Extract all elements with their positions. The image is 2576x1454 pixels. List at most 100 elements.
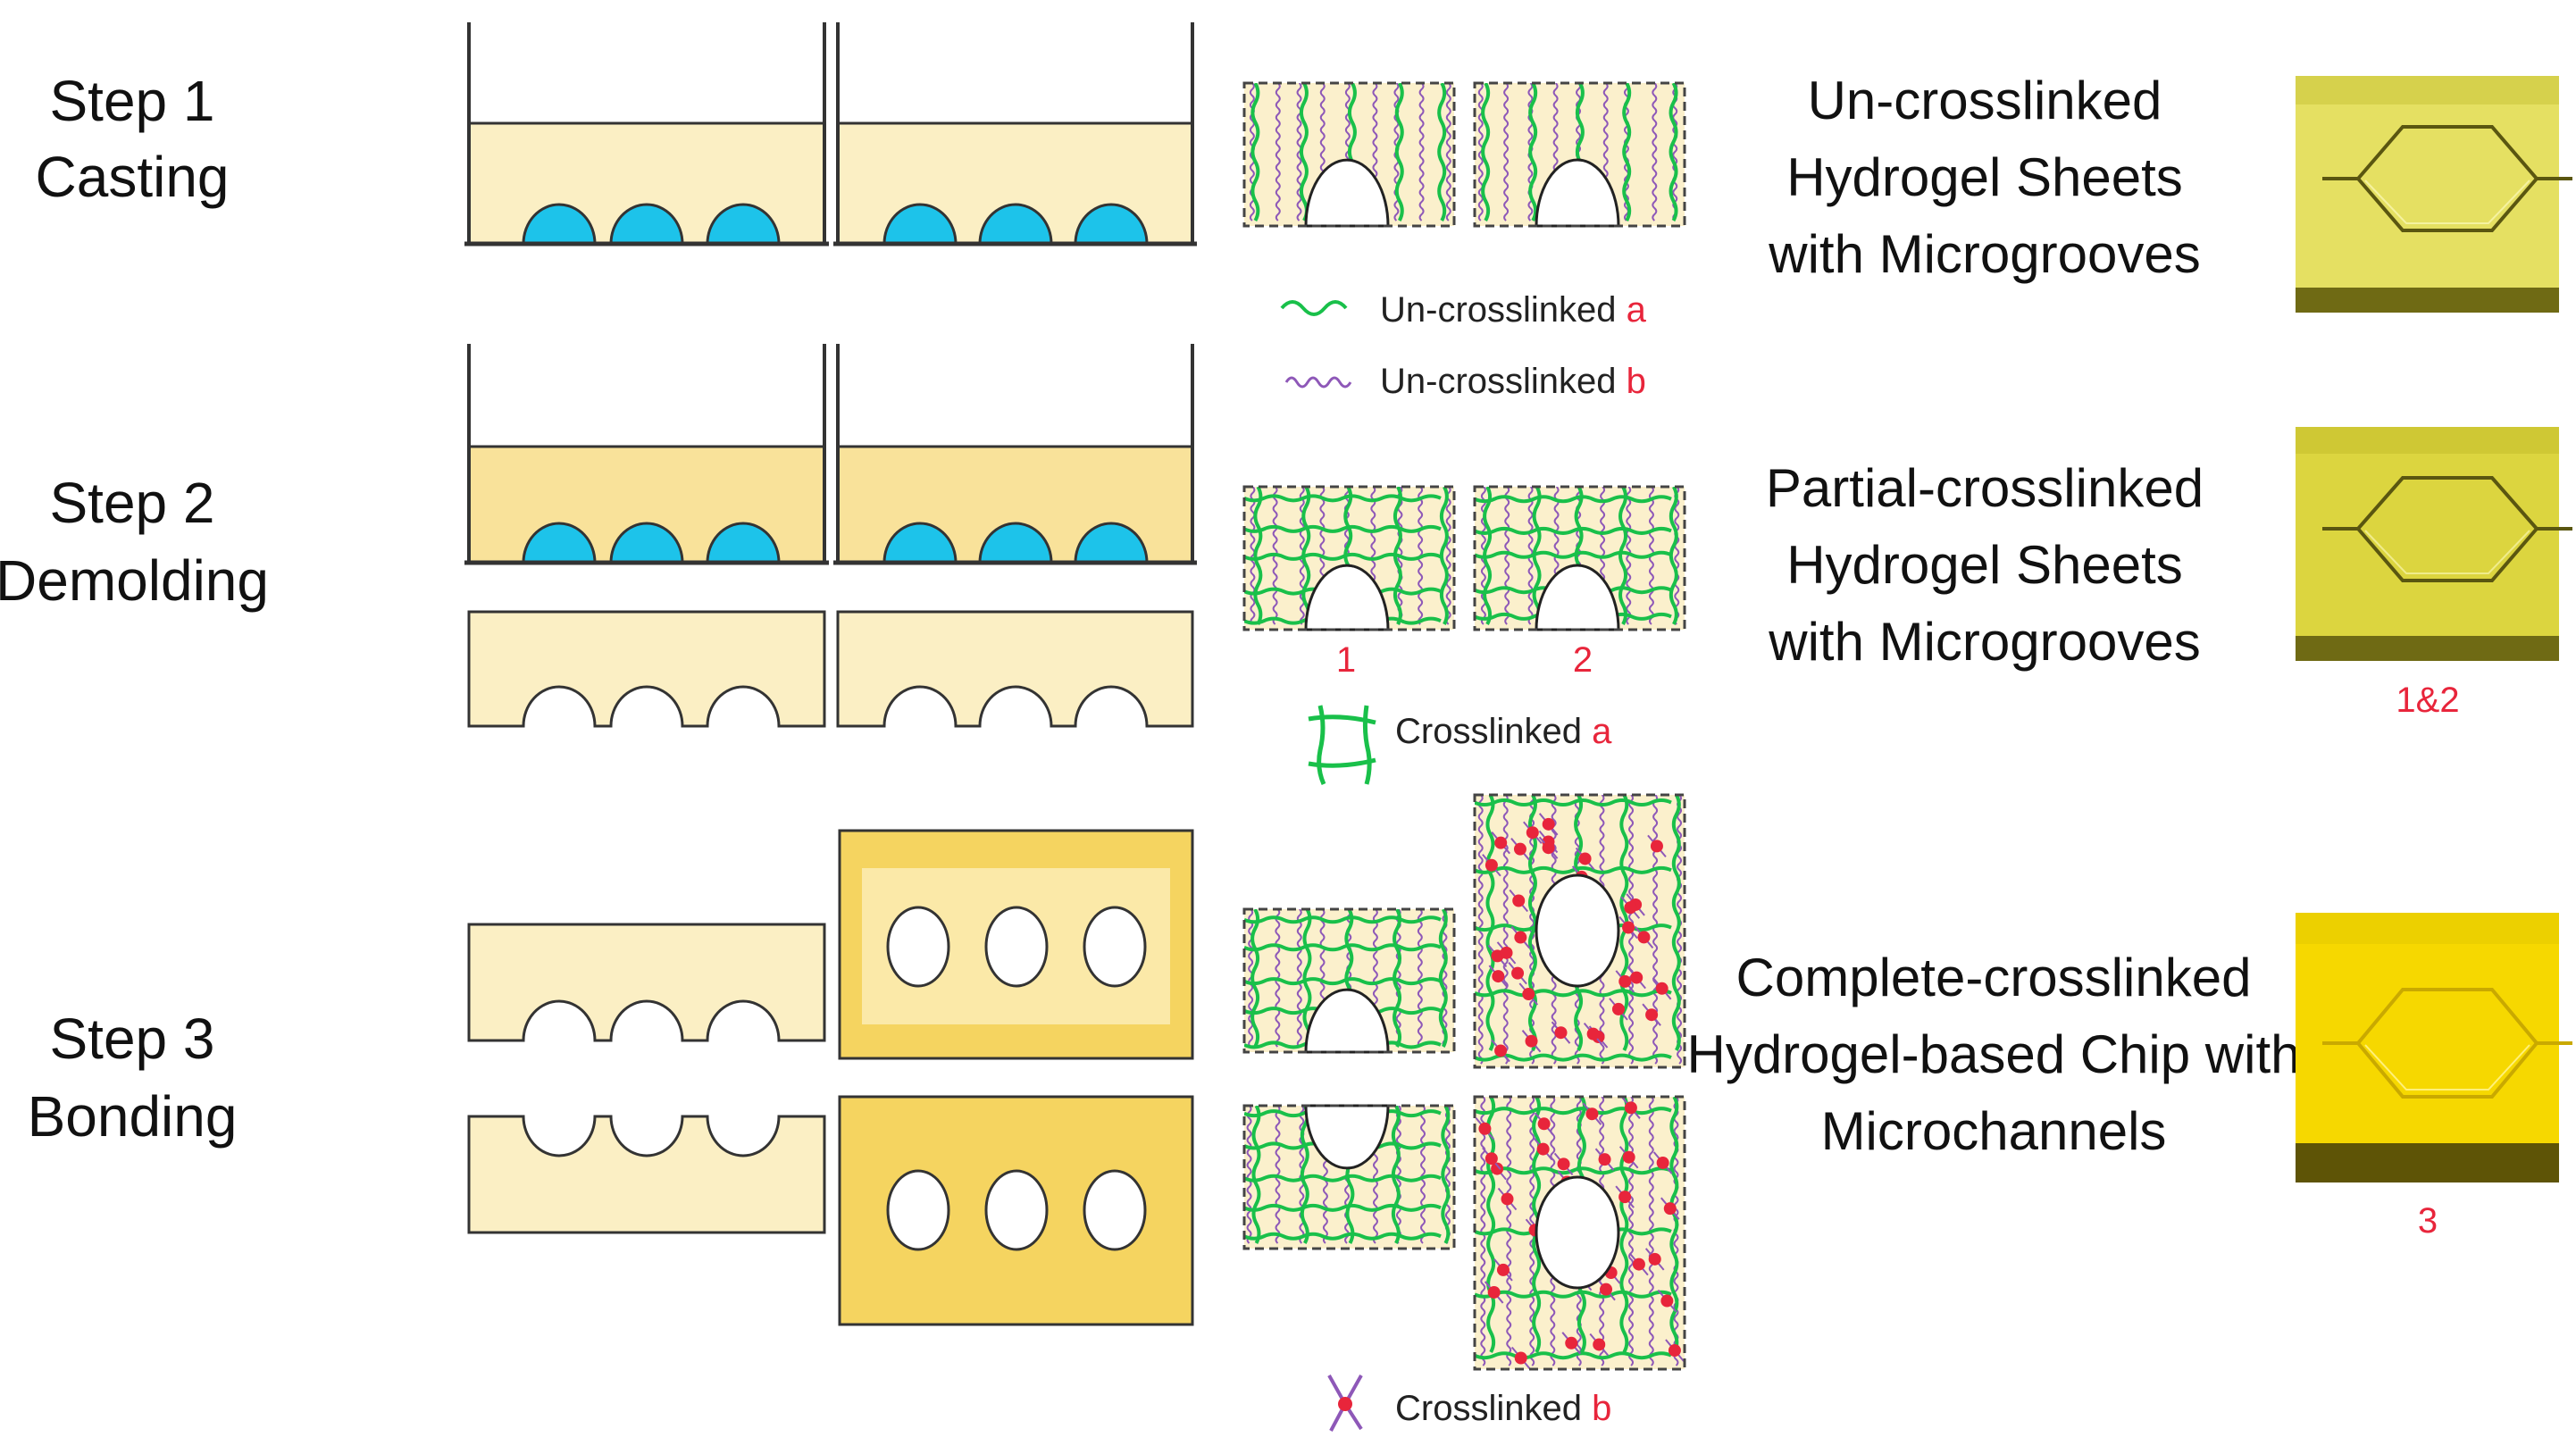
crosslink-b-node [1537,1117,1551,1131]
chain-a [1618,487,1628,625]
crosslink-b-node [1622,1150,1635,1164]
channel-hole [886,906,950,988]
channel-hole [1304,564,1390,631]
crosslink-a [1244,552,1442,561]
microchannel-pattern [2322,125,2572,232]
crosslink-a [1475,1290,1672,1299]
crosslink-a [1244,915,1442,924]
stage-line: with Microgrooves [1768,612,2201,672]
crosslink-b-node [1526,826,1539,840]
chain-b [1504,487,1510,625]
channel-hole [984,1169,1049,1251]
crosslink-b-node [1618,974,1632,988]
crosslink-b-node [1637,931,1651,944]
crosslink-b-node [1624,901,1637,915]
legend-label: Un-crosslinked [1380,362,1617,401]
chain-a [1437,83,1447,221]
crosslink-b-node [1624,1101,1637,1115]
crosslink-b-node [1494,1044,1508,1057]
bonded-chip-top [838,829,1194,1060]
chain-a [1250,909,1260,1048]
crosslink-b-node [1542,841,1555,855]
microchannel-highlight [2364,1044,2530,1090]
demolded-sheet-right [836,610,1194,728]
mold-bump [522,522,597,564]
chip-photo-partial: 1&2 [2296,427,2572,720]
crosslinked-a-symbol [1308,705,1376,786]
stage-line: Microchannels [1821,1101,2167,1161]
mold-bump [978,203,1053,246]
crosslink-a [1475,1351,1672,1360]
crosslink-b-node [1478,1122,1492,1135]
micro-panel [1242,485,1456,631]
crosslink-b-node [1632,1258,1645,1271]
svg-text:Crosslinked a: Crosslinked a [1395,712,1612,751]
chain-a [1619,1097,1629,1353]
panel-border [1473,1095,1686,1371]
micro-panel [1473,1095,1686,1371]
microstructure-panels [1242,81,1686,1371]
crosslink-b-node [1485,858,1498,872]
crosslink-b-node [1660,1294,1674,1308]
crosslink-b-node [1655,982,1669,995]
demolded-sheet-left [467,610,826,728]
chip-photo-bottom-edge [2296,288,2559,313]
crosslink-b-node [1668,1344,1681,1358]
bonding-sheet-bottom [467,1115,826,1234]
crosslink-a [1475,495,1672,504]
crosslink-b-node [1514,1351,1527,1365]
step-3-label: Step 3 Bonding [28,1007,238,1149]
chain-b [1652,83,1658,221]
mold-bump [522,203,597,246]
chain-b-symbol [1284,376,1352,389]
chain-a [1251,1106,1261,1244]
crosslink-a [1244,977,1442,986]
chip-photo-top-edge [2296,913,2559,944]
chain-b [1246,1106,1252,1244]
stage-line: Partial-crosslinked [1766,458,2204,518]
svg-text:Un-crosslinked a: Un-crosslinked a [1380,290,1647,330]
crosslink-b-node [1525,1034,1538,1048]
crosslink-b-node [1485,1152,1498,1166]
crosslink-a [1475,1166,1672,1175]
chain-a-symbol [1280,300,1348,316]
mold-bump [1074,203,1149,246]
crosslink-b-node [1585,1107,1599,1121]
step-2-subtitle: Demolding [0,548,269,613]
polymer-network [1475,1097,1685,1369]
channel-hole [1304,1104,1390,1170]
crosslink-a [1244,494,1442,503]
legend-label: Crosslinked [1395,712,1582,751]
chip-photo-bottom-edge [2296,1143,2559,1182]
micro-panel [1473,81,1686,228]
casting-mold-left [464,22,829,247]
stage-partial-text: Partial-crosslinked Hydrogel Sheets with… [1766,458,2204,672]
crosslink-b-node [1496,1263,1510,1276]
chip-photo-complete: 3 [2296,913,2572,1241]
micro-panel [1242,907,1456,1054]
svg-text:Un-crosslinked b: Un-crosslinked b [1380,362,1646,401]
step-2-label: Step 2 Demolding [0,471,269,613]
stage-line: Un-crosslinked [1808,71,2162,130]
channel-hole [1304,158,1390,228]
chip-caption: 1&2 [2396,681,2459,720]
crosslink-a [1475,865,1672,874]
step-1-subtitle: Casting [36,145,230,209]
chain-b [1275,83,1281,221]
crosslink-b-node [1557,1157,1570,1171]
legend-letter: b [1627,362,1646,401]
legend-label: Crosslinked [1395,1389,1582,1428]
mold-bump [882,522,958,564]
crosslink-b-node [1554,1026,1568,1040]
chain-a [1394,83,1404,221]
mold-bump [609,522,684,564]
crosslink-b-node [1522,988,1535,1001]
crosslink-a [1475,989,1672,998]
panel-border [1242,1104,1456,1250]
microchannel-highlight [2364,530,2530,574]
chip-photo-body [2296,913,2559,1182]
stage-line: Hydrogel-based Chip with [1686,1024,2300,1084]
chain-a [1669,83,1678,221]
crosslink-b-node [1536,1142,1550,1156]
